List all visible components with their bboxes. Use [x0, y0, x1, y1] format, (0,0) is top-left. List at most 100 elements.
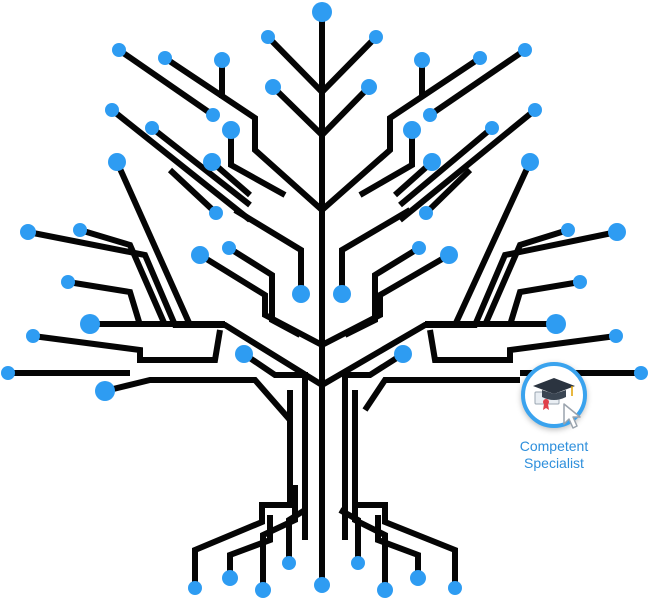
circuit-wire: [150, 125, 252, 208]
circuit-wires: [8, 12, 641, 590]
circuit-wire: [358, 130, 415, 198]
circuit-node: [485, 121, 499, 135]
circuit-wire: [343, 245, 421, 338]
circuit-wire: [227, 245, 302, 338]
circuit-wire: [339, 207, 412, 294]
circuit-node: [108, 153, 126, 171]
circuit-node: [608, 223, 626, 241]
circuit-wire: [398, 107, 537, 223]
circuit-wire: [319, 84, 372, 138]
circuit-wire: [352, 390, 458, 588]
circuit-node: [448, 581, 462, 595]
circuit-wire: [79, 227, 168, 327]
circuit-node: [80, 314, 100, 334]
circuit-wire: [270, 84, 325, 138]
circuit-wire: [117, 47, 215, 118]
circuit-wire: [427, 329, 617, 363]
circuit-node: [414, 52, 430, 68]
circuit-wire: [227, 515, 273, 578]
circuit-node: [528, 103, 542, 117]
circuit-node: [206, 108, 220, 122]
circuit-wire: [67, 279, 143, 326]
badge-label-line2: Specialist: [524, 455, 584, 471]
circuit-wire: [320, 55, 482, 213]
circuit-node: [158, 51, 172, 65]
circuit-wire: [342, 351, 405, 540]
circuit-node: [26, 329, 40, 343]
circuit-node: [423, 153, 441, 171]
circuit-node: [209, 206, 223, 220]
circuit-node: [255, 582, 271, 598]
circuit-wire: [233, 207, 304, 294]
circuit-node: [105, 103, 119, 117]
circuit-wire: [452, 160, 533, 327]
circuit-wire: [242, 351, 308, 540]
circuit-node: [546, 314, 566, 334]
circuit-node: [609, 329, 623, 343]
circuit-node: [369, 30, 383, 44]
graduation-cap-icon: [533, 378, 575, 410]
circuit-wire: [228, 130, 287, 198]
circuit-node: [351, 556, 365, 570]
circuit-node: [634, 366, 648, 380]
mouse-pointer-icon: [563, 403, 581, 429]
circuit-node: [423, 108, 437, 122]
circuit-node: [191, 246, 209, 264]
circuit-wire: [398, 125, 494, 208]
circuit-node: [419, 206, 433, 220]
circuit-node: [292, 285, 310, 303]
circuit-wire: [319, 34, 379, 95]
circuit-node: [518, 43, 532, 57]
circuit-node: [73, 223, 87, 237]
circuit-wire: [260, 485, 298, 590]
badge-label: Competent Specialist: [492, 438, 616, 472]
circuit-wire: [482, 227, 569, 327]
circuit-node: [222, 570, 238, 586]
circuit-node: [377, 582, 393, 598]
circuit-wire: [423, 167, 473, 216]
circuit-node: [403, 121, 421, 139]
circuit-wire: [163, 55, 325, 213]
circuit-node: [1, 366, 15, 380]
badge-circle[interactable]: [521, 362, 587, 429]
circuit-node: [95, 381, 115, 401]
circuit-node: [573, 275, 587, 289]
circuit-node: [61, 275, 75, 289]
circuit-wire: [167, 167, 219, 216]
circuit-node: [361, 79, 377, 95]
circuit-wire: [286, 507, 307, 563]
circuit-node: [333, 285, 351, 303]
circuit-node: [473, 51, 487, 65]
badge-label-line1: Competent: [519, 438, 589, 454]
circuit-node: [312, 2, 332, 22]
circuit-node: [394, 345, 412, 363]
circuit-node: [314, 577, 330, 593]
circuit-node: [20, 224, 36, 240]
circuit-wire: [362, 377, 520, 412]
circuit-node: [410, 570, 426, 586]
circuit-node: [235, 345, 253, 363]
circuit-node: [222, 121, 240, 139]
circuit-wire: [428, 47, 527, 118]
skill-badge[interactable]: Competent Specialist: [492, 362, 616, 472]
circuit-wire: [104, 377, 293, 470]
circuit-wire: [110, 107, 252, 223]
circuit-node: [203, 153, 221, 171]
circuit-node: [521, 153, 539, 171]
circuit-node: [112, 43, 126, 57]
circuit-node: [145, 121, 159, 135]
circuit-node: [222, 241, 236, 255]
circuit-wire: [507, 279, 581, 326]
circuit-node: [188, 581, 202, 595]
circuit-node: [282, 556, 296, 570]
circuit-wire: [265, 34, 325, 95]
circuit-wire: [192, 390, 293, 588]
circuit-node: [214, 52, 230, 68]
circuit-node: [261, 30, 275, 44]
circuit-wire: [114, 160, 193, 327]
circuit-node: [412, 241, 426, 255]
circuit-wire: [32, 329, 223, 363]
circuit-node: [561, 223, 575, 237]
